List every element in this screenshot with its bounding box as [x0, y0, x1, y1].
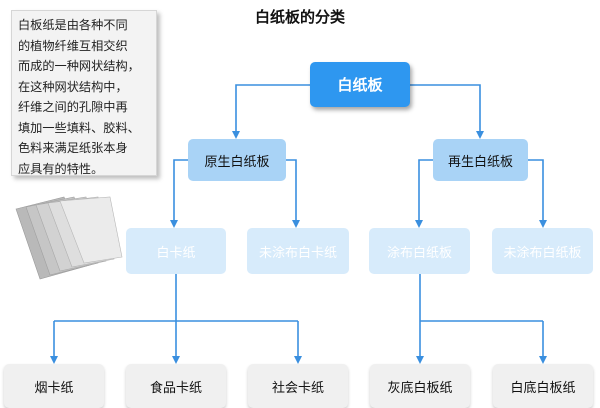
node-cigarette-card: 烟卡纸	[4, 364, 104, 408]
node-root: 白纸板	[310, 62, 410, 107]
node-uncoated-white-cardboard: 未涂布白卡纸	[247, 228, 349, 274]
node-food-card: 食品卡纸	[126, 364, 226, 408]
paper-sheets-icon	[15, 196, 123, 280]
node-coated-white-board: 涂布白纸板	[369, 228, 470, 274]
node-white-cardboard: 白卡纸	[126, 228, 226, 274]
connector-root-left	[232, 84, 310, 139]
page-title: 白纸板的分类	[254, 8, 345, 26]
connector-recycled-uncoated	[528, 159, 547, 228]
description-box: 白板纸是由各种不同 的植物纤维互相交织 而成的一种网状结构， 在这种网状结构中，…	[11, 10, 157, 176]
connector-root-right	[410, 84, 484, 139]
node-recycled-board: 再生白纸板	[433, 139, 528, 181]
node-primary-board: 原生白纸板	[188, 139, 286, 181]
connector-primary-uncoated-card	[286, 159, 300, 228]
node-white-back-board: 白底白板纸	[493, 364, 593, 408]
node-uncoated-white-board: 未涂布白纸板	[492, 228, 593, 274]
connector-recycled-coated	[415, 159, 433, 228]
node-grey-back-board: 灰底白板纸	[370, 364, 470, 408]
node-social-card: 社会卡纸	[248, 364, 348, 408]
connector-primary-baika	[170, 159, 188, 228]
